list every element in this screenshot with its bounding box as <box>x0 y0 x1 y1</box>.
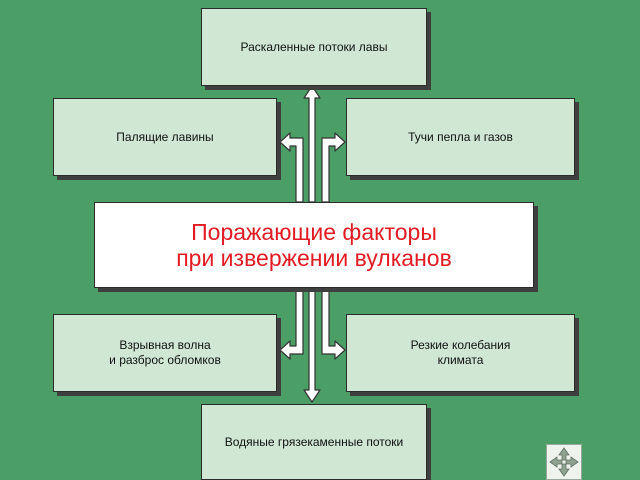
slide-navigation-button[interactable] <box>546 444 582 480</box>
box-top: Раскаленные потоки лавы <box>201 8 427 86</box>
four-way-arrow-icon <box>549 447 579 477</box>
arrow-upper-left <box>279 132 304 203</box>
box-lower-left: Взрывная волна и разброс обломков <box>53 314 277 392</box>
box-upper-right: Тучи пепла и газов <box>346 98 575 176</box>
arrow-down-main <box>303 287 321 403</box>
center-title: Поражающие факторы при извержении вулкан… <box>94 202 534 288</box>
arrow-lower-left <box>279 287 304 360</box>
box-upper-left: Палящие лавины <box>53 98 277 176</box>
box-bottom: Водяные грязекаменные потоки <box>201 404 427 480</box>
box-lower-right: Резкие колебания климата <box>346 314 575 392</box>
arrow-up-main <box>303 85 321 203</box>
arrow-lower-right <box>321 287 346 360</box>
arrow-upper-right <box>321 132 346 203</box>
